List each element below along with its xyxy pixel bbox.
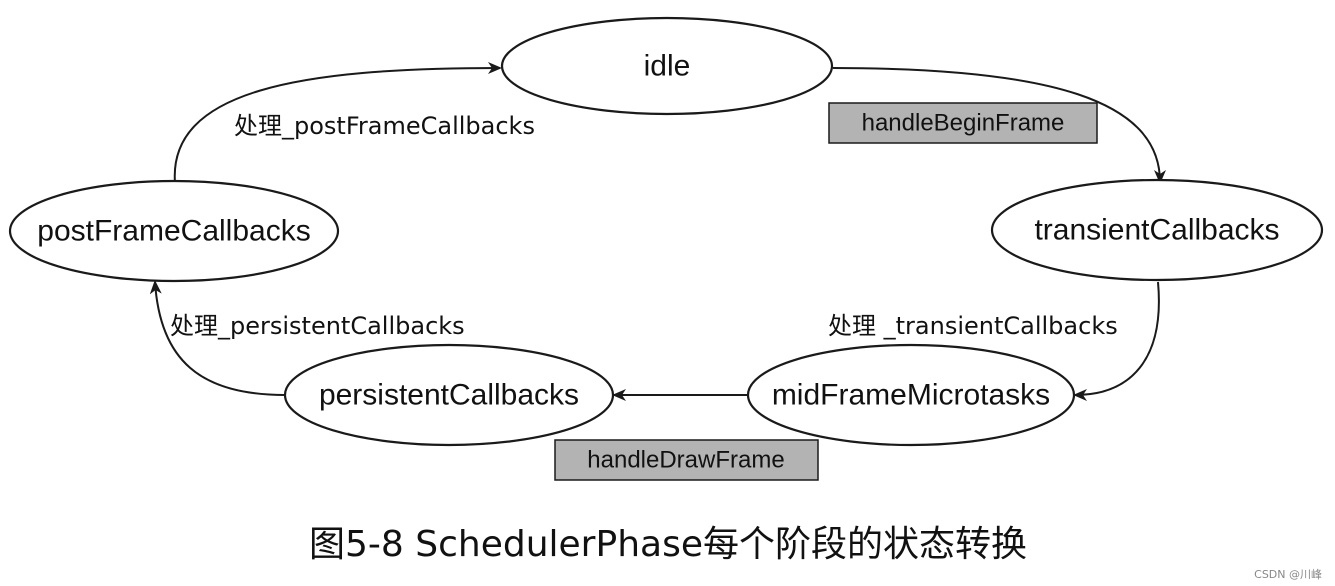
node-transient-label: transientCallbacks [1034, 214, 1279, 247]
node-midframe-shape [746, 343, 1076, 447]
edge-postframe-to-idle [173, 62, 502, 184]
edge-label-post-to-idle: 处理_postFrameCallbacks [234, 112, 535, 140]
node-persistent-label: persistentCallbacks [319, 379, 579, 412]
node-transient-callbacks: transientCallbacks [990, 178, 1324, 282]
figure-caption: 图5-8 SchedulerPhase每个阶段的状态转换 [309, 524, 1027, 565]
edge-persistent-to-postframe [149, 280, 286, 396]
edge-transient-to-midframe [1073, 281, 1160, 401]
node-postframe-shape [8, 179, 340, 283]
tag-draw-frame-label: handleDrawFrame [587, 447, 784, 474]
node-postframe-callbacks: postFrameCallbacks [8, 179, 340, 283]
edge-label-transient-to-mid: 处理 _transientCallbacks [828, 312, 1118, 340]
node-transient-shape [990, 178, 1324, 282]
watermark: CSDN @川峰 [1254, 568, 1322, 581]
edge-label-persistent-to-post: 处理_persistentCallbacks [170, 312, 465, 340]
tag-begin-frame-label: handleBeginFrame [862, 110, 1065, 137]
node-persistent-shape [283, 343, 615, 447]
node-midframe-label: midFrameMicrotasks [772, 379, 1050, 412]
tag-begin-frame-box [828, 102, 1098, 144]
tag-draw-frame-box [554, 439, 819, 481]
tag-handle-draw-frame: handleDrawFrame [554, 439, 819, 481]
node-postframe-label: postFrameCallbacks [37, 215, 310, 248]
node-persistent-callbacks: persistentCallbacks [283, 343, 615, 447]
edge-idle-to-transient [832, 67, 1166, 184]
node-idle-shape [500, 16, 834, 116]
node-idle: idle [500, 16, 834, 116]
tag-handle-begin-frame: handleBeginFrame [828, 102, 1098, 144]
node-midframe-microtasks: midFrameMicrotasks [746, 343, 1076, 447]
node-idle-label: idle [644, 50, 691, 83]
